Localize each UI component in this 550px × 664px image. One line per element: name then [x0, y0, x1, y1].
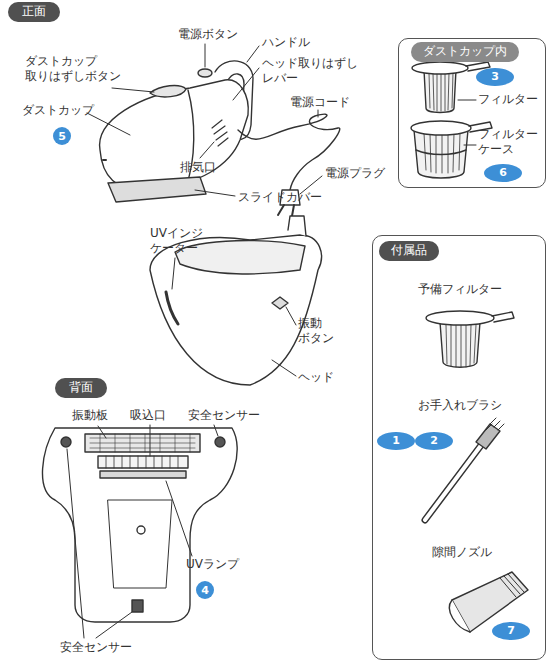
part-label: フィルター ケース	[478, 127, 538, 157]
part-label: 振動 ボタン	[298, 316, 334, 346]
part-label: 電源プラグ	[325, 166, 385, 181]
section-tab: 正面	[8, 2, 60, 22]
part-label: 振動板	[72, 408, 108, 423]
heading-text: 付属品	[379, 241, 439, 261]
part-label: ハンドル	[262, 35, 310, 50]
callout-number: 4	[196, 581, 214, 599]
head	[150, 216, 321, 385]
callout-text: 2	[418, 432, 450, 450]
callout-text: 5	[58, 130, 66, 143]
callout-text: 1	[380, 432, 412, 450]
part-label: ヘッド	[298, 370, 334, 385]
part-label: 電源コード	[290, 95, 350, 110]
part-label: 安全センサー	[60, 640, 132, 655]
part-label: UVインジ ケーター	[150, 226, 203, 256]
callout-text: 6	[487, 164, 519, 182]
group-panel: ダストカップ内 3 6	[398, 38, 546, 188]
vacuum-front	[100, 61, 340, 216]
group-panel: 付属品 12 7	[372, 235, 546, 660]
callout-number: 7	[492, 622, 530, 640]
accessories	[425, 311, 528, 632]
part-label: 電源ボタン	[178, 27, 238, 42]
part-label: お手入れブラシ	[418, 398, 502, 413]
part-label: 排気口	[180, 160, 216, 175]
heading-text: 正面	[22, 4, 46, 18]
callout-number: 3	[476, 68, 514, 86]
part-label: UVランプ	[186, 557, 239, 572]
callout-number: 1	[377, 432, 415, 450]
part-label: フィルター	[478, 92, 538, 107]
part-label: 吸込口	[130, 408, 166, 423]
head-back	[42, 425, 237, 638]
part-label: 安全センサー	[188, 408, 260, 423]
part-label: 予備フィルター	[418, 282, 502, 297]
part-label: ヘッド取りはずし レバー	[262, 56, 358, 86]
part-label: ダストカップ 取りはずしボタン	[25, 54, 121, 84]
callout-text: 7	[495, 622, 527, 640]
heading-text: ダストカップ内	[411, 42, 519, 62]
heading-text: 背面	[69, 380, 93, 394]
callout-number: 5	[53, 127, 71, 145]
part-label: ダストカップ	[22, 103, 94, 118]
callout-text: 4	[201, 584, 209, 597]
callout-number: 6	[484, 164, 522, 182]
part-label: スライドカバー	[238, 190, 322, 205]
section-tab: 背面	[55, 378, 107, 398]
callout-text: 3	[479, 68, 511, 86]
part-label: 隙間ノズル	[432, 545, 492, 560]
callout-number: 2	[415, 432, 453, 450]
